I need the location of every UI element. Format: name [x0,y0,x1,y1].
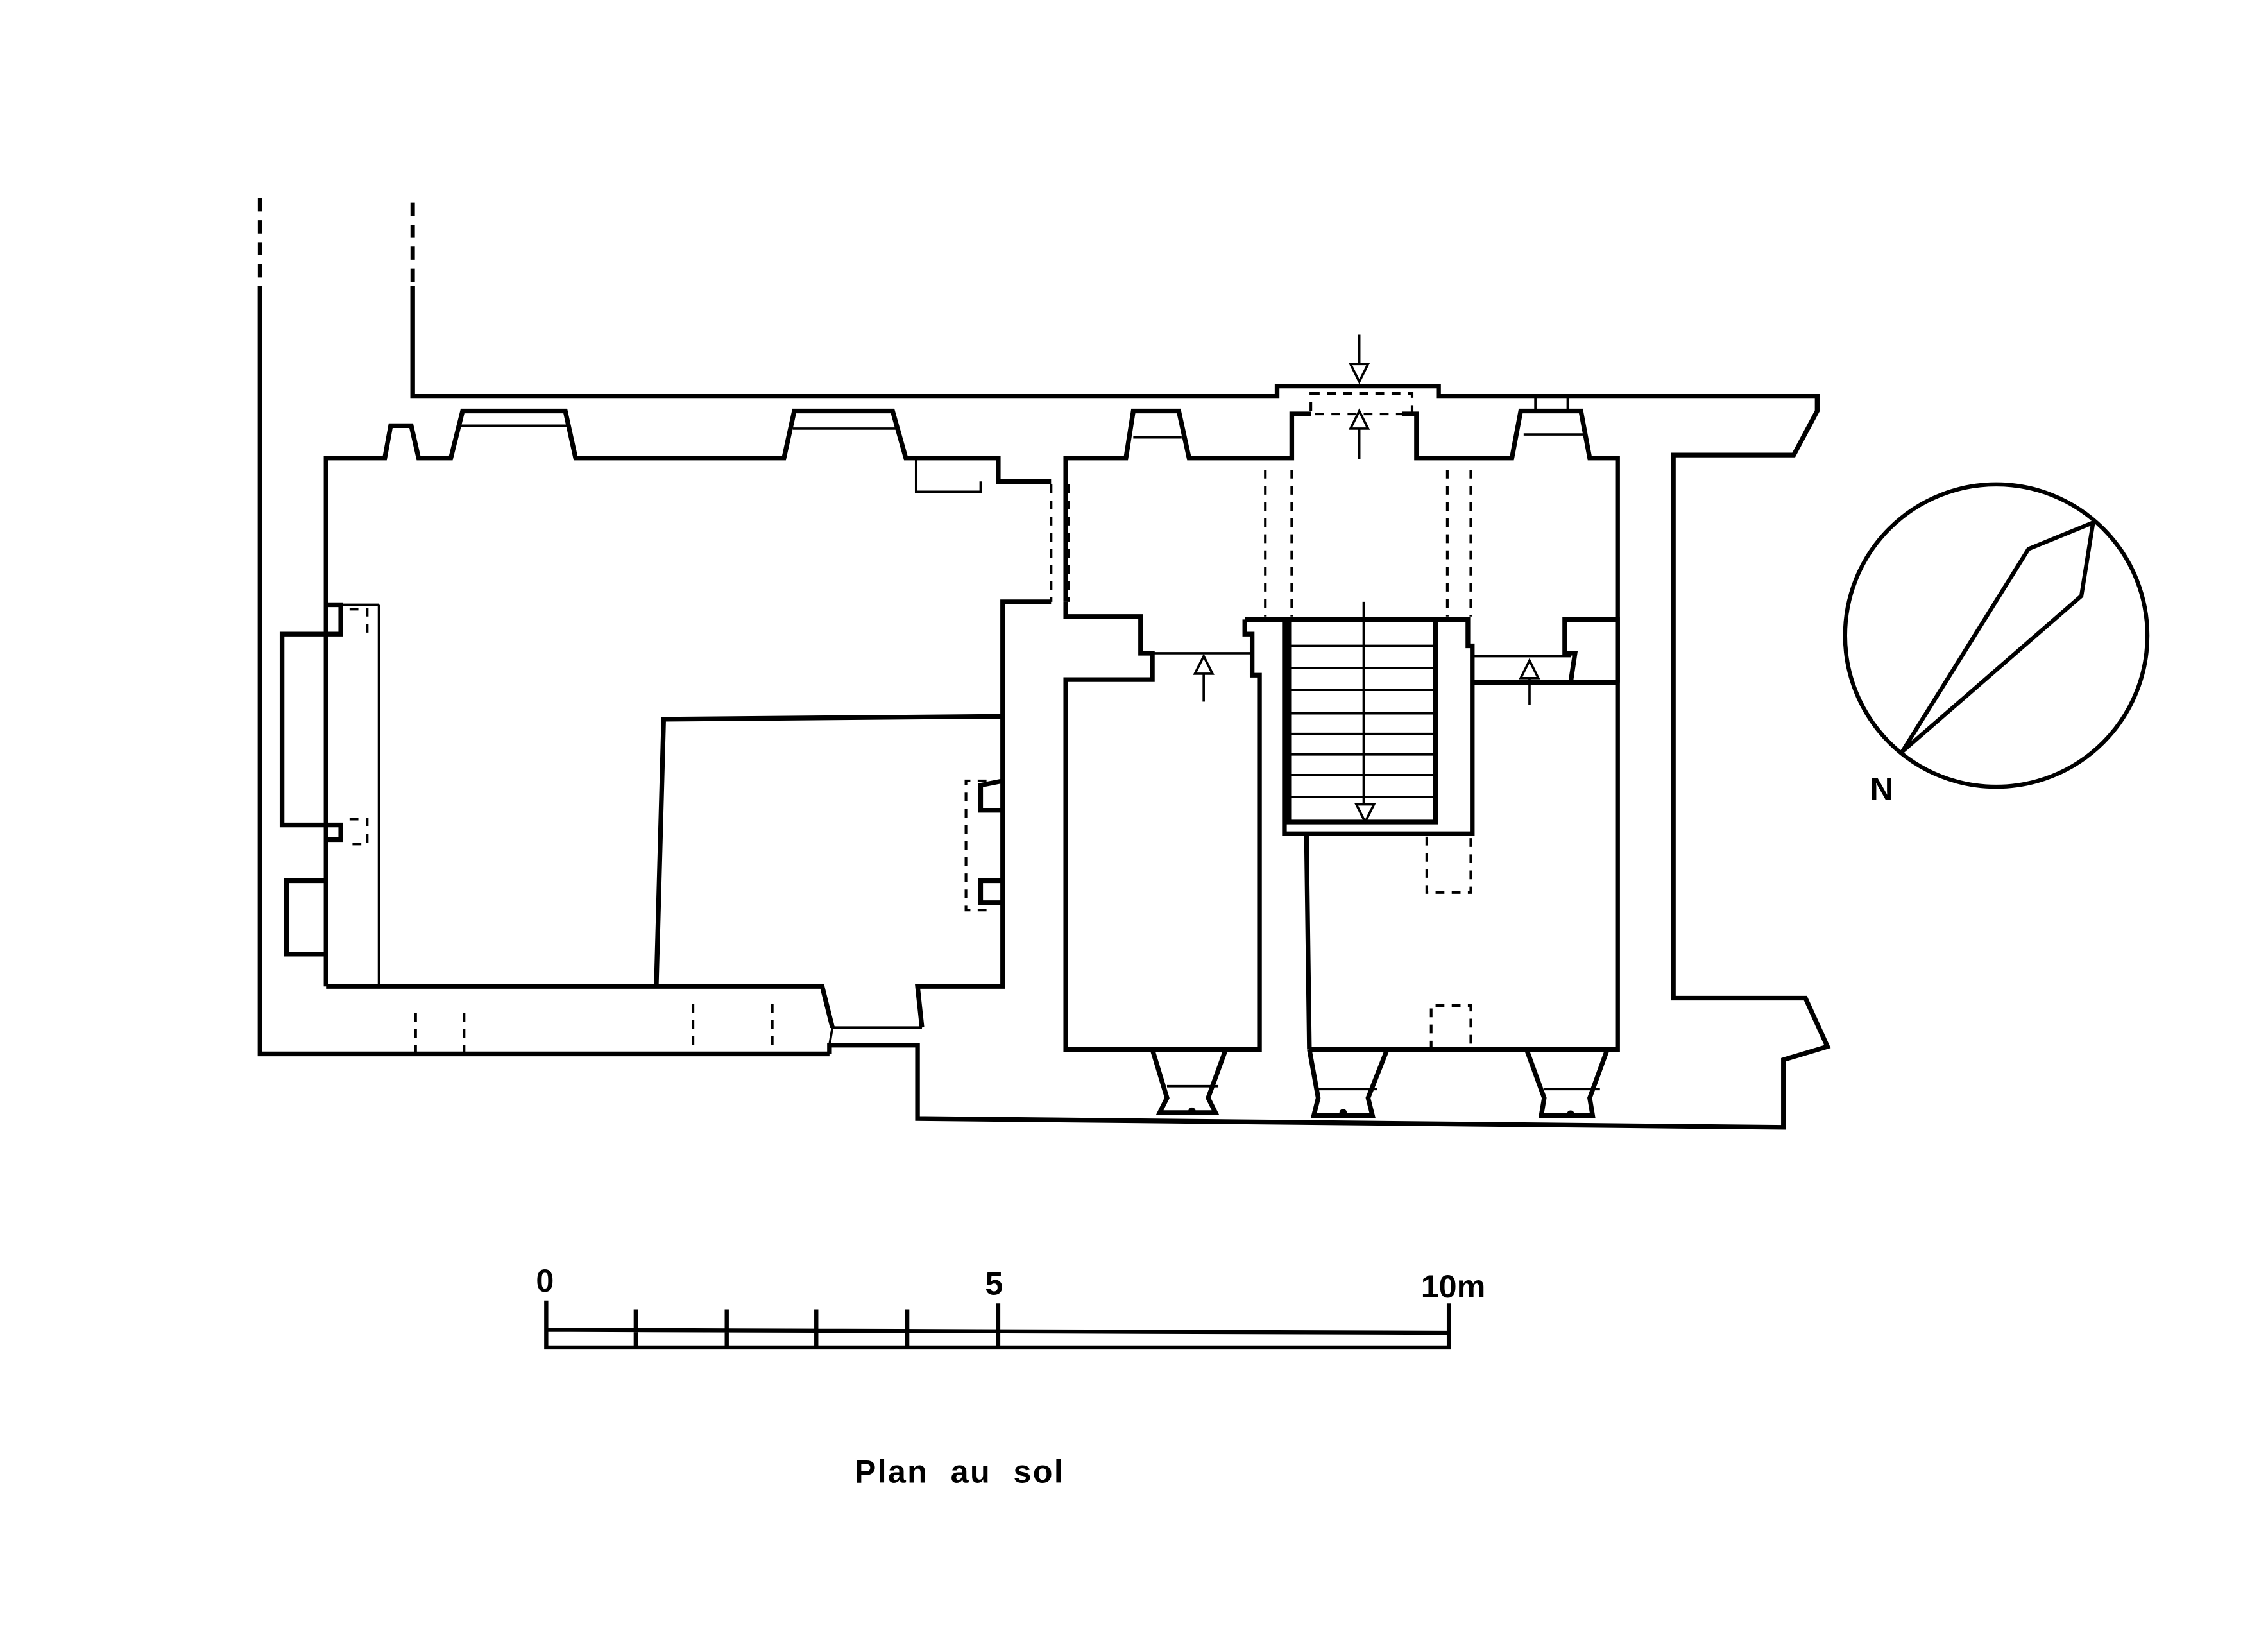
entry-wall [1063,408,1620,683]
stair-well [1245,617,1475,1050]
middle-left-room [1063,601,1262,1052]
cupboard-dashed [1425,836,1472,1050]
scale-label-5: 5 [985,1265,1003,1302]
entry-arrows [1193,334,1540,825]
east-bay-notches [978,778,1003,905]
corridor-dashed [1050,470,1472,617]
inner-partition [654,714,1003,987]
bottom-sill-lines [1166,1084,1600,1091]
outer-wall [257,286,1831,1130]
plan-title: Plan au sol [855,1453,1064,1489]
window-sill-lines [1133,396,1585,439]
drain-dot [1188,1107,1196,1115]
scale-bar: 0 5 10m [536,1262,1486,1350]
entry-dashed [1309,391,1414,416]
right-room [1309,617,1620,1052]
west-bays [279,602,343,957]
scale-label-10m: 10m [1421,1268,1486,1305]
west-thin-lines [326,603,380,987]
floor-plan [257,198,1831,1130]
drain-dot [1339,1109,1347,1117]
west-dashed [349,608,369,846]
left-boundary-dashed [257,198,415,287]
bottom-windows [1150,1049,1610,1118]
drain-dot [1567,1110,1574,1118]
bottom-dashes [414,1004,774,1054]
left-room-sill-lines [458,409,982,1046]
east-bay-dashed [964,779,987,912]
stair-treads [1288,601,1436,815]
north-arrow-needle [1900,519,2096,753]
left-room-wall [323,408,1052,1029]
scale-label-0: 0 [536,1262,554,1299]
north-label: N [1870,771,1893,807]
north-arrow: N [1843,482,2150,807]
